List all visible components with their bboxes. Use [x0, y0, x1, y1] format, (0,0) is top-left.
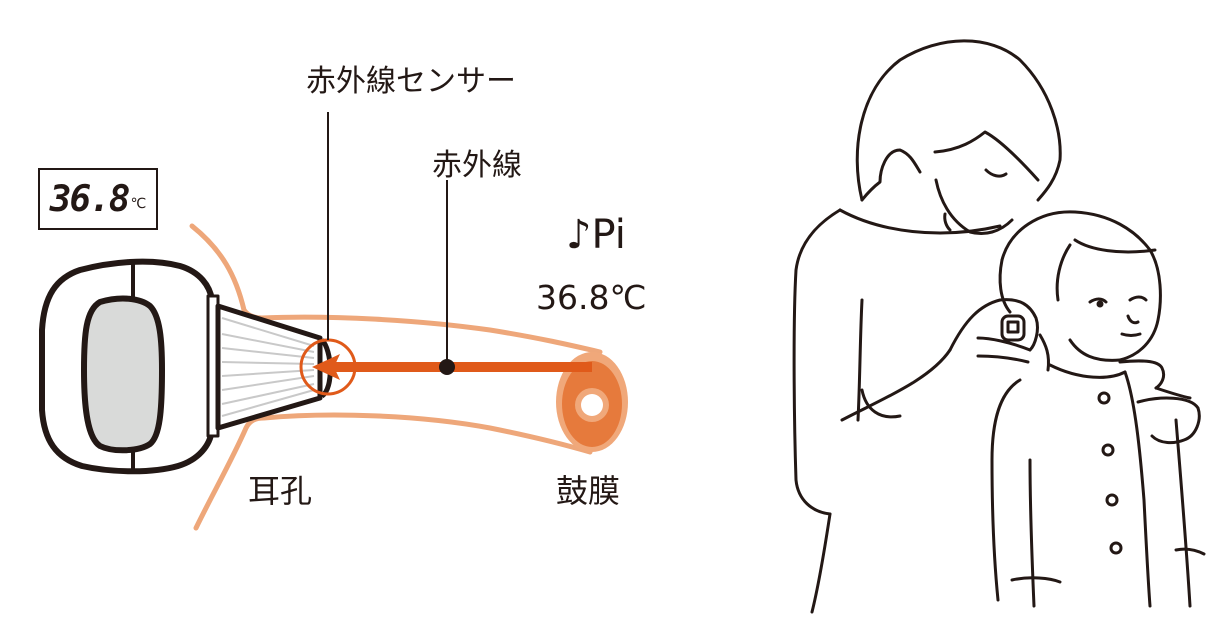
lcd-temperature-value: 36.8: [49, 178, 131, 220]
label-ear-canal: 耳孔: [248, 472, 313, 510]
thermometer-device: [39, 258, 323, 475]
label-eardrum: 鼓膜: [556, 472, 621, 510]
device-lcd-display: 36.8 ℃: [38, 168, 158, 230]
adult-child-illustration: [792, 39, 1206, 614]
ear-outline: [189, 223, 603, 531]
label-beep-sound: ♪Pi: [566, 212, 626, 258]
label-infrared-sensor: 赤外線センサー: [306, 64, 516, 99]
label-temperature-readout: 36.8℃: [536, 278, 647, 317]
infrared-arrow: [312, 354, 592, 380]
lcd-temperature-unit: ℃: [130, 196, 147, 212]
infrared-dot: [439, 359, 455, 375]
eardrum-icon: [556, 352, 628, 452]
leader-lines: [327, 112, 448, 367]
label-infrared: 赤外線: [432, 148, 522, 183]
probe-lines: [221, 317, 315, 417]
